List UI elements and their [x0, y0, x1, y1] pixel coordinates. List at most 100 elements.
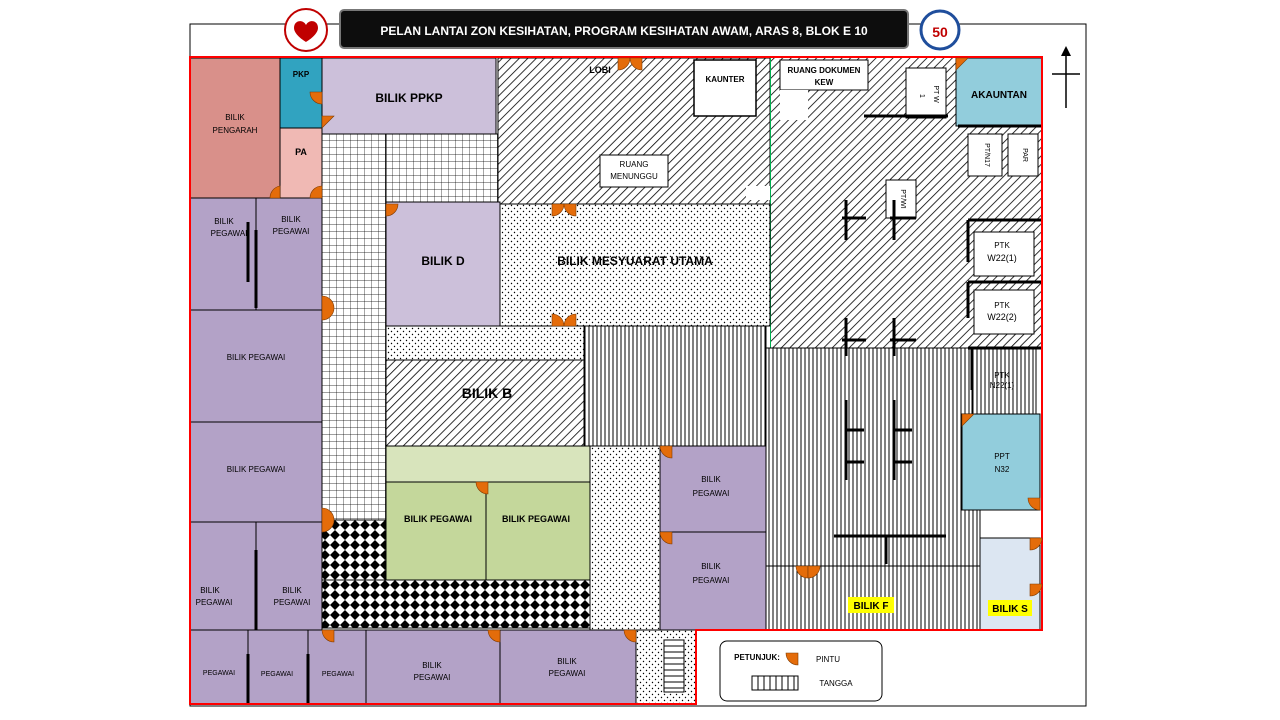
ruang-dokumen-label: RUANG DOKUMEN [788, 66, 861, 75]
stairs-icon [663, 639, 685, 693]
bilik-ppkp-room [321, 57, 497, 135]
ptk-label: PTK [994, 371, 1010, 380]
green-corridor [385, 445, 591, 483]
bilik-pegawai-label: BILIK PEGAWAI [227, 353, 286, 362]
pt-n17-room [967, 133, 1003, 177]
bilik-pegawai-room [189, 521, 257, 631]
legend-stairs-label: TANGGA [819, 679, 853, 688]
title-bar [339, 9, 909, 49]
stairs-legend-icon [751, 675, 799, 691]
bilik-pegawai-room [189, 197, 257, 311]
door-icon [385, 203, 399, 217]
checker-area-2 [321, 579, 591, 629]
kaunter-label: KAUNTER [705, 75, 744, 84]
ruang-menunggu-label-1: RUANG [620, 160, 649, 169]
ptk-label: PTK [994, 241, 1010, 250]
legend-box: PETUNJUK: PINTU TANGGA [719, 640, 883, 702]
door-legend-icon [785, 652, 799, 666]
bilik-pegawai-green-room [485, 481, 591, 581]
door-icon [623, 629, 637, 643]
door-icon [487, 629, 501, 643]
bilik-pegawai-room [189, 421, 323, 523]
bilik-pengarah-label-2: PENGARAH [213, 126, 258, 135]
pt-n17-label: PT/N17 [983, 143, 990, 167]
door-icon [321, 507, 335, 533]
bilik-label: BILIK [701, 562, 721, 571]
par-room [1007, 133, 1039, 177]
kew-label: KEW [815, 78, 834, 87]
pegawai-label: PEGAWAI [196, 598, 233, 607]
ruang-menunggu-label-box [599, 154, 669, 188]
pegawai-small-label: PEGAWAI [261, 671, 293, 678]
pa-label: PA [295, 147, 307, 157]
bilik-ppkp-label: BILIK PPKP [375, 91, 442, 105]
bilik-label: BILIK [281, 215, 301, 224]
w22-2-label: W22(2) [987, 312, 1017, 322]
bilik-label: BILIK [282, 586, 302, 595]
pegawai-small-label: PEGAWAI [203, 670, 235, 677]
bilik-b-label: BILIK B [462, 385, 513, 401]
door-icon [659, 445, 673, 459]
bilik-pegawai-green-room [385, 481, 487, 581]
bilik-pegawai-label: BILIK PEGAWAI [227, 465, 286, 474]
ptk-label: PTK [994, 301, 1010, 310]
pkp-label: PKP [293, 70, 310, 79]
lobi-label: LOBI [589, 65, 611, 75]
pegawai-label: PEGAWAI [414, 673, 451, 682]
bilik-label: BILIK [200, 586, 220, 595]
bilik-pegawai-room [365, 629, 501, 705]
bilik-pegawai-room [255, 521, 323, 631]
bilik-label: BILIK [701, 475, 721, 484]
zone-boundary [189, 56, 1043, 705]
door-icon [309, 91, 323, 105]
akauntan-room [955, 57, 1043, 127]
pegawai-label: PEGAWAI [211, 229, 248, 238]
pegawai-label: PEGAWAI [274, 598, 311, 607]
legend-door-label: PINTU [816, 655, 840, 664]
bilik-pegawai-label: BILIK PEGAWAI [502, 514, 570, 524]
door-icon [475, 481, 489, 495]
bilik-pegawai-room [499, 629, 637, 705]
ptk-n22-room [971, 347, 1037, 415]
ptk-w22-2-room [973, 289, 1035, 335]
door-icon [321, 629, 335, 643]
bilik-mesyuarat-room [499, 203, 771, 327]
logo-50-text: 50 [932, 24, 948, 40]
ruang-dokumen-room [779, 59, 869, 91]
pegawai-room-small [307, 629, 367, 705]
bilik-pegawai-room [255, 197, 323, 311]
pegawai-label: PEGAWAI [693, 489, 730, 498]
pegawai-label: PEGAWAI [549, 669, 586, 678]
door-icon [321, 115, 335, 129]
w22-1-label: W22(1) [987, 253, 1017, 263]
door-icon [955, 57, 969, 71]
bilik-mesyuarat-label: BILIK MESYUARAT UTAMA [557, 254, 713, 268]
ruang-menunggu-label-2: MENUNGGU [610, 172, 658, 181]
pt-wi-room [885, 179, 917, 219]
door-icon [309, 185, 323, 199]
door-icon [1027, 497, 1041, 511]
par-label: PAR [1021, 148, 1028, 162]
door-icon [1029, 583, 1043, 597]
anniversary-logo: 50 [919, 9, 961, 51]
pegawai-small-label: PEGAWAI [322, 671, 354, 678]
small-white-box [746, 186, 770, 200]
door-icon [961, 413, 975, 427]
pt-w-label: PT W [932, 85, 939, 103]
checker-area-1 [321, 519, 387, 581]
bilik-pegawai-label: BILIK PEGAWAI [404, 514, 472, 524]
bilik-pegawai-room [189, 309, 323, 423]
n22-1-label: N22(1) [990, 381, 1015, 390]
page-title: PELAN LANTAI ZON KESIHATAN, PROGRAM KESI… [380, 24, 868, 38]
pa-room [279, 127, 323, 199]
door-icon [1029, 537, 1043, 551]
bilik-s-label: BILIK S [992, 604, 1028, 615]
pegawai-room-small [189, 629, 249, 705]
bilik-s-highlight [988, 600, 1032, 616]
pt-wi-label: PT/WI [899, 189, 906, 208]
bilik-pegawai-room [659, 531, 767, 631]
akauntan-label: AKAUNTAN [971, 90, 1027, 101]
door-icon [321, 295, 335, 321]
door-icon [629, 57, 643, 71]
